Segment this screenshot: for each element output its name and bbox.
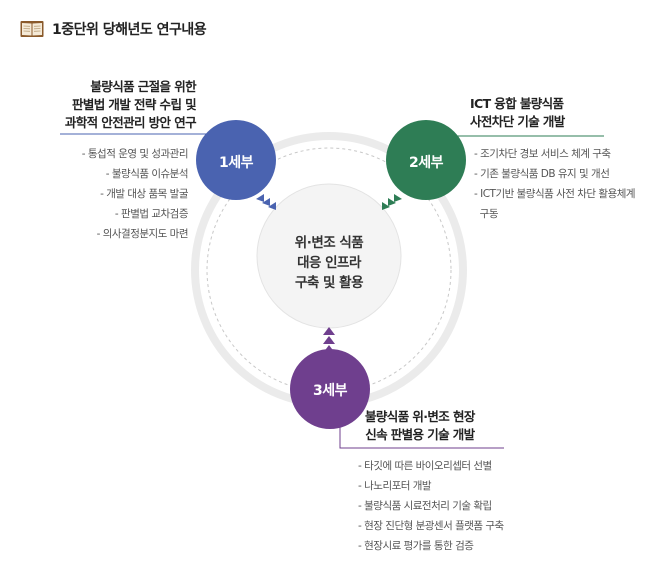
- list-item: - 통섭적 운영 및 성과관리: [81, 148, 189, 160]
- heading-line: ICT 융합 불량식품: [470, 96, 564, 111]
- section-2-list: - 조기차단 경보 서비스 체계 구축 - 기존 불량식품 DB 유지 및 개선…: [474, 144, 636, 224]
- list-item: - ICT기반 불량식품 사전 차단 활용체계: [474, 188, 636, 200]
- heading-line: 불량식품 위·변조 현장: [365, 409, 475, 424]
- page-header: 1중단위 당해년도 연구내용: [20, 18, 207, 40]
- list-item: - 의사결정분지도 마련: [96, 228, 189, 240]
- arrows-1: [256, 194, 276, 210]
- list-item: - 조기차단 경보 서비스 체계 구축: [474, 148, 611, 160]
- section-1-list: - 통섭적 운영 및 성과관리 - 불량식품 이슈분석 - 개발 대상 품목 발…: [81, 144, 189, 244]
- heading-line: 불량식품 근절을 위한: [90, 79, 196, 94]
- arrows-2: [382, 194, 402, 210]
- list-item: - 현장 진단형 분광센서 플랫폼 구축: [358, 520, 504, 532]
- center-text: 위·변조 식품 대응 인프라 구축 및 활용: [258, 233, 400, 293]
- section-2-circle: [386, 120, 466, 200]
- section-1-circle: [196, 120, 276, 200]
- list-item: - 나노리포터 개발: [358, 480, 432, 492]
- list-item: 구동: [474, 208, 499, 220]
- center-line: 구축 및 활용: [295, 275, 364, 291]
- list-item: - 타깃에 따른 바이오리셉터 선별: [358, 460, 492, 472]
- section-1-label: 1세부: [218, 155, 254, 171]
- section-3-heading: 불량식품 위·변조 현장 신속 판별용 기술 개발: [365, 408, 475, 444]
- section-2-label: 2세부: [408, 155, 444, 171]
- book-icon: [20, 21, 44, 37]
- center-line: 대응 인프라: [297, 255, 361, 271]
- dashed-ring: [206, 147, 452, 393]
- heading-line: 판별법 개발 전략 수립 및: [71, 97, 197, 112]
- section-1-heading: 불량식품 근절을 위한 판별법 개발 전략 수립 및 과학적 안전관리 방안 연…: [64, 78, 197, 132]
- list-item: - 불량식품 이슈분석: [105, 168, 189, 180]
- list-item: - 현장시료 평가를 통한 검증: [358, 540, 474, 552]
- heading-line: 신속 판별용 기술 개발: [365, 427, 475, 442]
- list-item: - 기존 불량식품 DB 유지 및 개선: [474, 168, 610, 180]
- section-3-circle: [290, 349, 370, 429]
- heading-line: 과학적 안전관리 방안 연구: [64, 115, 197, 130]
- section-2-heading: ICT 융합 불량식품 사전차단 기술 개발: [470, 95, 565, 131]
- list-item: - 불량식품 시료전처리 기술 확립: [358, 500, 492, 512]
- page-title: 1중단위 당해년도 연구내용: [52, 22, 207, 38]
- list-item: - 판별법 교차검증: [114, 208, 189, 220]
- heading-line: 사전차단 기술 개발: [470, 114, 565, 129]
- section-3-label: 3세부: [312, 383, 348, 399]
- list-item: - 개발 대상 품목 발굴: [100, 188, 188, 200]
- section-3-list: - 타깃에 따른 바이오리셉터 선별 - 나노리포터 개발 - 불량식품 시료전…: [358, 456, 504, 556]
- center-line: 위·변조 식품: [294, 235, 364, 251]
